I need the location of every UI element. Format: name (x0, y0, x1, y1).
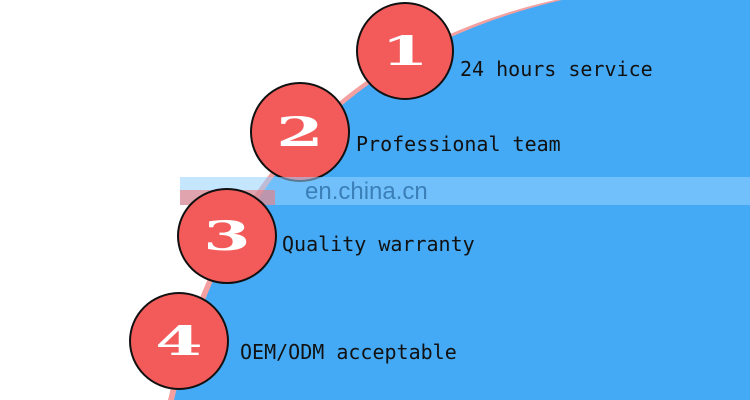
badge-2: 2 (250, 82, 350, 182)
badge-3: 3 (177, 188, 277, 284)
badge-1: 1 (356, 2, 454, 100)
badge-4: 4 (129, 292, 229, 390)
feature-label: Quality warranty (282, 232, 475, 256)
watermark-text: en.china.cn (305, 178, 428, 205)
feature-label: OEM/ODM acceptable (240, 340, 457, 364)
feature-label: 24 hours service (460, 57, 653, 81)
feature-label: Professional team (356, 132, 561, 156)
watermark-band (180, 177, 750, 205)
